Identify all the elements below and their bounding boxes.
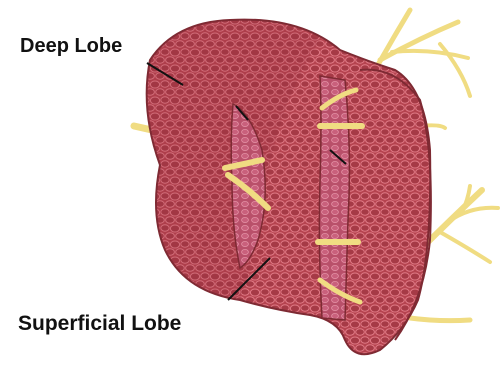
nerve-branch-lower (410, 318, 470, 321)
nerve-branch-right (448, 208, 498, 222)
gland-body (147, 20, 431, 355)
superficial-lobe-label: Superficial Lobe (18, 312, 181, 336)
nerve-branch-right (440, 232, 490, 262)
nerve-branch-upper (440, 44, 470, 96)
deep-lobe-label: Deep Lobe (20, 35, 122, 58)
nerve-branch-upper (392, 51, 468, 58)
